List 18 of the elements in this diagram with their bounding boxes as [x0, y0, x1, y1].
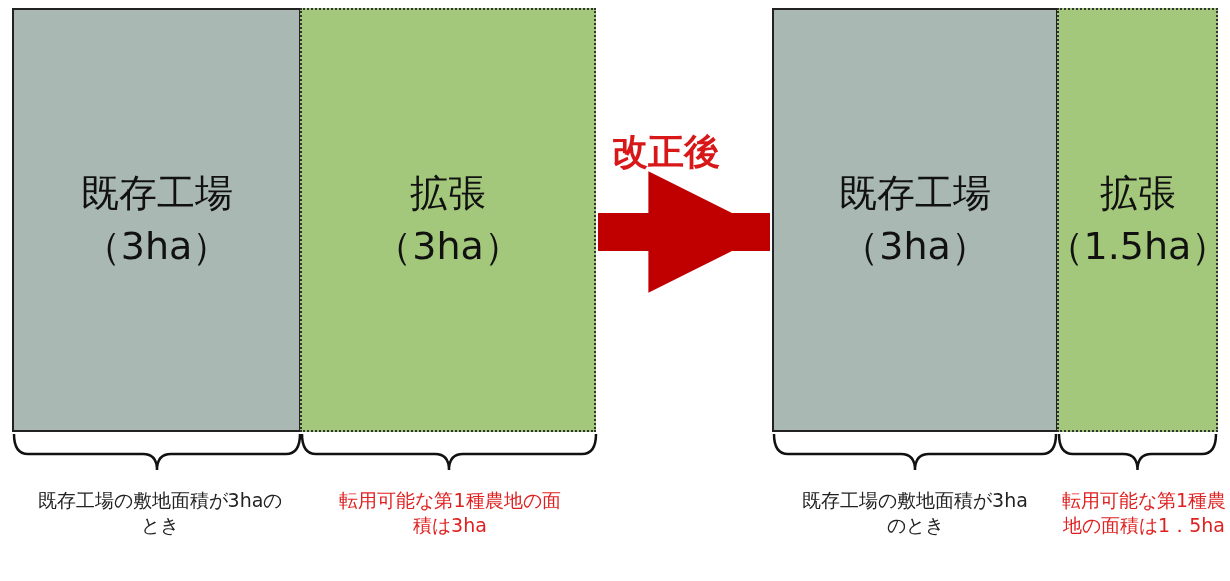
- area-text: （3ha）: [841, 223, 989, 270]
- area-text: （3ha）: [82, 223, 231, 270]
- area-block: [12, 8, 301, 432]
- area-text: 既存工場: [80, 169, 233, 217]
- caption-text: 既存工場の敷地面積が3haのとき: [801, 488, 1029, 538]
- area-text: 拡張: [410, 169, 486, 217]
- edge-label: 改正後: [612, 130, 720, 174]
- area-block: [1057, 8, 1218, 432]
- area-text: 拡張: [1099, 169, 1176, 217]
- area-text: （1.5ha）: [1045, 223, 1230, 270]
- area-text: （3ha）: [374, 223, 522, 270]
- arrow: [598, 171, 770, 293]
- area-block: [772, 8, 1058, 432]
- area-block: [300, 8, 596, 432]
- area-text: 既存工場: [839, 169, 991, 217]
- caption-text: 転用可能な第1種農地の面積は1．5ha: [1060, 488, 1228, 538]
- caption-text: 転用可能な第1種農地の面積は3ha: [338, 488, 562, 538]
- caption-text: 既存工場の敷地面積が3haのとき: [36, 488, 284, 538]
